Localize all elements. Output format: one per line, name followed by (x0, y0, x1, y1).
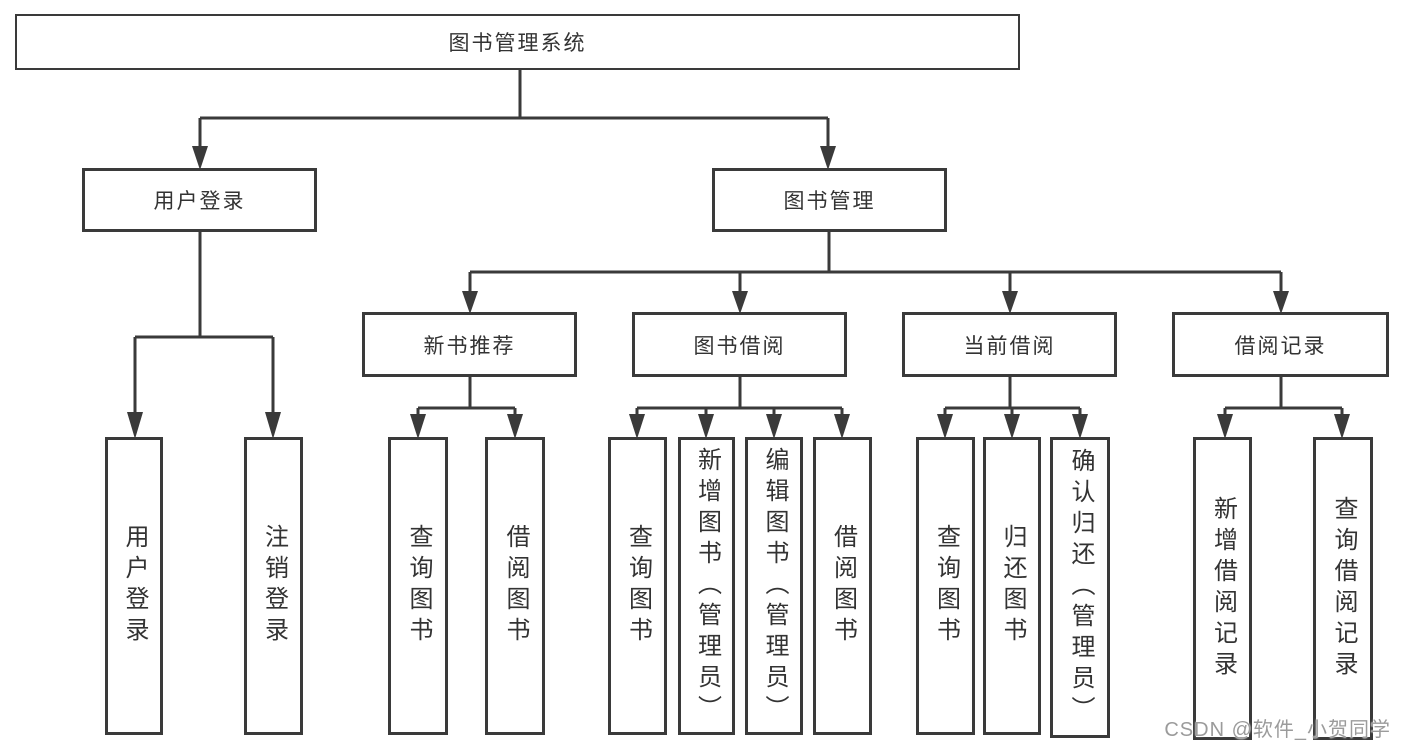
leaf-new-books-borrow-label: 借阅图书 (502, 524, 529, 648)
leaf-records-add-label: 新增借阅记录 (1209, 495, 1237, 682)
leaf-current-confirm-return-label: 确认归还（管理员） (1067, 448, 1094, 727)
leaf-records-add: 新增借阅记录 (1193, 437, 1252, 740)
leaf-book-borrow-edit: 编辑图书（管理员） (745, 437, 803, 735)
node-borrow-records: 借阅记录 (1172, 312, 1389, 377)
leaf-user-login: 用户登录 (105, 437, 163, 735)
node-current-borrow-label: 当前借阅 (963, 334, 1056, 358)
leaf-current-return: 归还图书 (983, 437, 1041, 735)
leaf-book-borrow-query: 查询图书 (608, 437, 667, 735)
leaf-new-books-query-label: 查询图书 (405, 524, 432, 648)
leaf-records-query: 查询借阅记录 (1313, 437, 1373, 740)
node-borrow-records-label: 借阅记录 (1234, 334, 1327, 358)
node-book-borrow-label: 图书借阅 (693, 334, 786, 358)
leaf-logout-login-label: 注销登录 (260, 524, 288, 648)
leaf-new-books-query: 查询图书 (388, 437, 448, 735)
leaf-book-borrow-edit-label: 编辑图书（管理员） (761, 446, 788, 726)
leaf-current-query: 查询图书 (916, 437, 975, 735)
leaf-records-query-label: 查询借阅记录 (1330, 495, 1357, 682)
node-book-borrow: 图书借阅 (632, 312, 847, 377)
leaf-book-borrow-add-label: 新增图书（管理员） (693, 446, 721, 726)
leaf-current-confirm-return: 确认归还（管理员） (1050, 437, 1110, 738)
node-user-login: 用户登录 (82, 168, 317, 232)
node-user-login-label: 用户登录 (153, 190, 246, 213)
leaf-logout-login: 注销登录 (244, 437, 303, 735)
leaf-current-return-label: 归还图书 (999, 524, 1026, 648)
leaf-new-books-borrow: 借阅图书 (485, 437, 545, 735)
leaf-current-query-label: 查询图书 (932, 524, 960, 648)
leaf-book-borrow-borrow-label: 借阅图书 (829, 524, 857, 648)
leaf-book-borrow-add: 新增图书（管理员） (678, 437, 735, 735)
node-book-mgmt: 图书管理 (712, 168, 947, 232)
leaf-book-borrow-borrow: 借阅图书 (813, 437, 872, 735)
node-book-mgmt-label: 图书管理 (783, 190, 876, 213)
node-root-label: 图书管理系统 (448, 32, 587, 55)
leaf-book-borrow-query-label: 查询图书 (624, 524, 652, 648)
node-current-borrow: 当前借阅 (902, 312, 1117, 377)
node-root: 图书管理系统 (15, 14, 1020, 70)
leaf-user-login-label: 用户登录 (121, 524, 148, 648)
node-new-books: 新书推荐 (362, 312, 577, 377)
node-new-books-label: 新书推荐 (423, 334, 516, 358)
